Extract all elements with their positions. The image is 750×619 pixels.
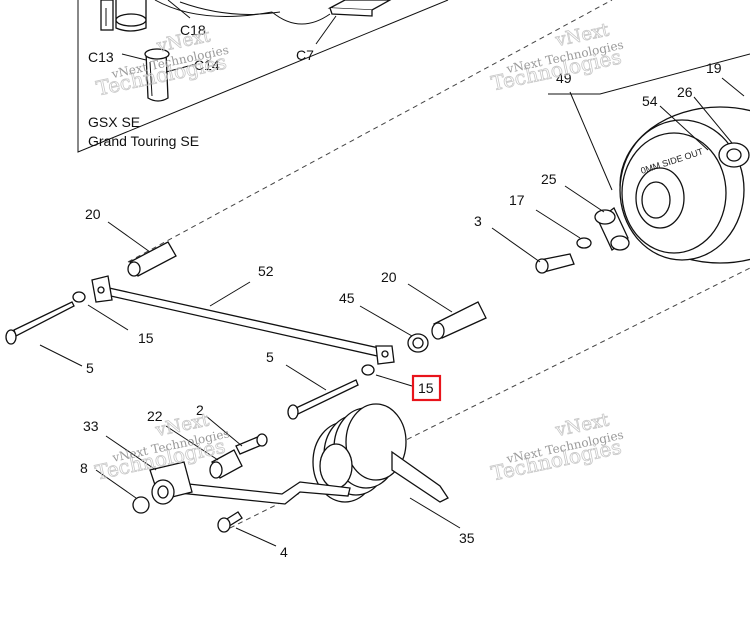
inset-label-c7: C7 (296, 47, 314, 63)
inset-caption-trim: Grand Touring SE (88, 133, 199, 149)
callout-45: 45 (339, 290, 355, 306)
callout-52: 52 (258, 263, 274, 279)
callout-2: 2 (196, 402, 204, 418)
callout-33: 33 (83, 418, 99, 434)
inset-box: C18 C13 C14 C7 GSX SE Grand Touring SE (77, 0, 449, 153)
leader-lines (39, 53, 750, 547)
washer-part (576, 237, 592, 249)
assembly-guide-lines (127, 0, 750, 529)
bolt-4-part (217, 511, 243, 533)
washer-left-part (72, 291, 86, 303)
callout-19: 19 (706, 60, 722, 76)
callout-26: 26 (677, 84, 693, 100)
bearing-part (718, 142, 750, 168)
inset-caption-models: GSX SE (88, 114, 140, 130)
inset-label-c18: C18 (180, 22, 206, 38)
callout-17: 17 (509, 192, 525, 208)
inset-label-c13: C13 (88, 49, 114, 65)
callout-15-left: 15 (138, 330, 154, 346)
callout-25: 25 (541, 171, 557, 187)
bolt-left-part (5, 301, 75, 345)
callout-20-left: 20 (85, 206, 101, 222)
callout-4: 4 (280, 544, 288, 560)
callout-15-highlighted[interactable]: 15 (418, 380, 434, 396)
callout-35: 35 (459, 530, 475, 546)
callout-49: 49 (556, 70, 572, 86)
callout-54: 54 (642, 93, 658, 109)
spacer-part (594, 206, 630, 252)
clip-part (144, 48, 170, 102)
washer-right-part (361, 364, 375, 376)
bushing-left-part (127, 241, 177, 277)
callout-22: 22 (147, 408, 163, 424)
wheel-bolt-part (535, 253, 575, 274)
clamp-part (100, 0, 147, 32)
callouts: 49 19 26 54 25 17 3 20 52 20 45 15 5 5 3… (80, 60, 722, 560)
callout-5-left: 5 (86, 360, 94, 376)
highlighted-callout-frame (411, 374, 442, 402)
callout-20-right: 20 (381, 269, 397, 285)
nut-part (407, 333, 429, 353)
bolt-2-part (235, 433, 268, 455)
watermark-bottom-right: vNext Technologies vNext Technologies (489, 409, 625, 486)
bushing-right-part (431, 301, 487, 340)
callout-3: 3 (474, 213, 482, 229)
callout-8: 8 (80, 460, 88, 476)
nut-8-part (132, 496, 150, 514)
torsion-spring (312, 403, 449, 503)
callout-5-right: 5 (266, 349, 274, 365)
idler-wheel: 0MM SIDE OUT (619, 106, 750, 264)
bushing-33-part (209, 449, 243, 479)
bolt-right-part (287, 379, 359, 420)
spring-arm (149, 461, 351, 505)
inset-label-c14: C14 (194, 57, 220, 73)
link-rod (91, 275, 395, 365)
bracket-part (327, 0, 392, 17)
